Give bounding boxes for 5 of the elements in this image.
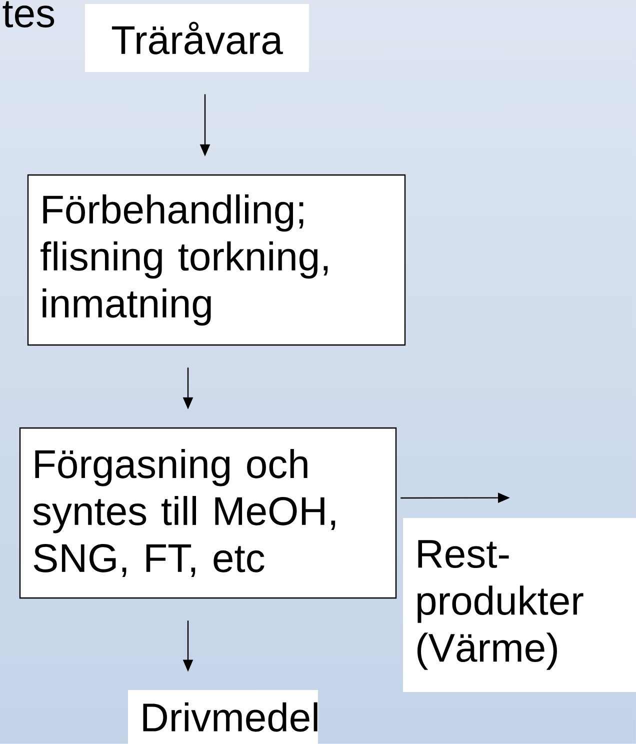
process-box: Förbehandling; flisning torkning, inmatning [27, 174, 406, 346]
text-box: Rest- produkter (Värme) [403, 518, 636, 692]
text-box: Drivmedel [128, 690, 318, 744]
text-box: Träråvara [85, 4, 309, 72]
process-box: Förgasning och syntes till MeOH, SNG, FT, etc [19, 427, 397, 599]
